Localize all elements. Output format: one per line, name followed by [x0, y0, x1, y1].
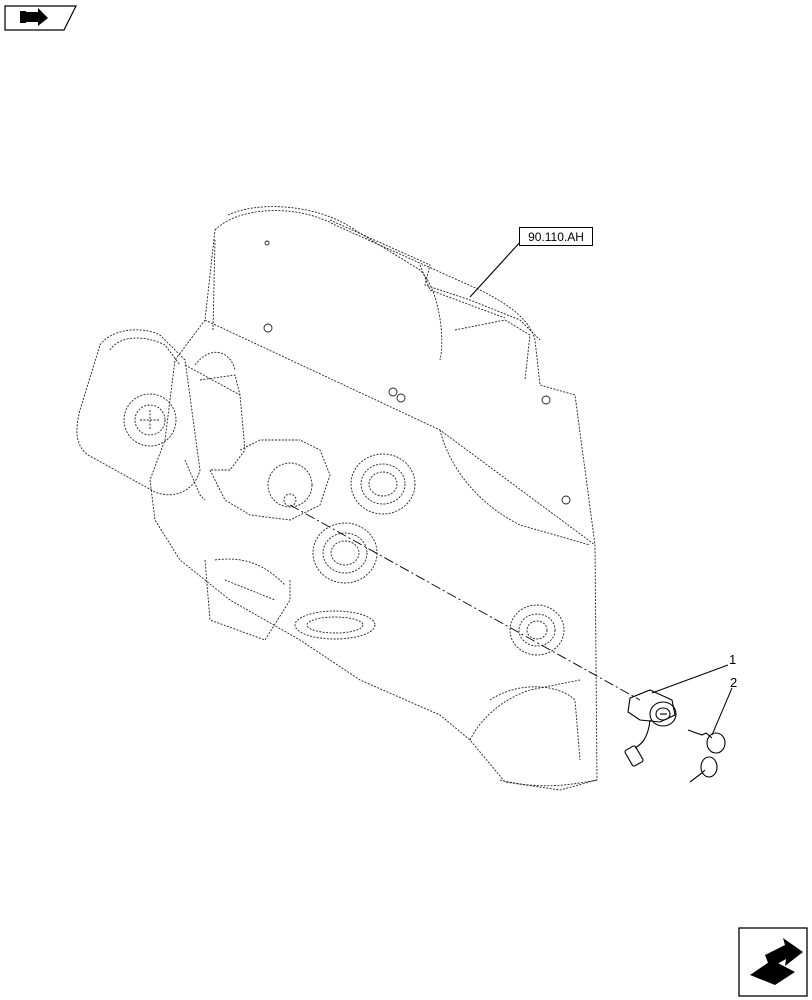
ignition-switch — [624, 664, 729, 767]
callout-number: 2 — [730, 675, 738, 690]
forward-arrow-tab-icon — [4, 5, 77, 31]
reference-label[interactable]: 90.110.AH — [519, 227, 593, 246]
steering-column-housing — [76, 329, 331, 521]
assembly-centerline — [289, 504, 641, 701]
reference-leader-line — [469, 239, 523, 298]
air-vents — [294, 453, 565, 656]
next-page-arrow-icon[interactable] — [738, 927, 808, 997]
instrument-panel — [149, 206, 598, 791]
callout-number: 1 — [729, 652, 737, 667]
key-pair — [687, 687, 733, 783]
panel-fasteners — [263, 240, 571, 505]
